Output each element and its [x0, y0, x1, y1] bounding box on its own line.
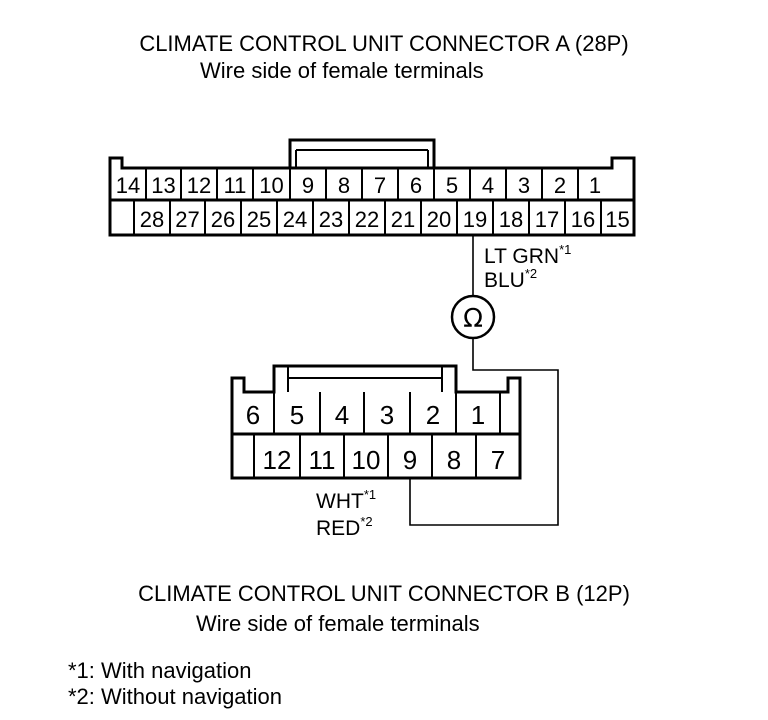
connector-a-pin-23: 23 — [319, 207, 343, 232]
connector-b-title: CLIMATE CONTROL UNIT CONNECTOR B (12P) — [138, 581, 630, 606]
connector-a-pin-8: 8 — [338, 173, 350, 198]
connector-a-pin-22: 22 — [355, 207, 379, 232]
connector-a-pin-27: 27 — [175, 207, 199, 232]
connector-b-pin-3: 3 — [380, 400, 394, 430]
connector-b-pin-7: 7 — [491, 445, 505, 475]
wire-b-label-1: WHT*1 — [316, 487, 376, 513]
connector-b-pin-4: 4 — [335, 400, 349, 430]
connector-a-pin-20: 20 — [427, 207, 451, 232]
connector-b-pin-8: 8 — [447, 445, 461, 475]
connector-a-pin-18: 18 — [499, 207, 523, 232]
connector-a-pin-13: 13 — [151, 173, 175, 198]
test-wire — [409, 235, 559, 526]
connector-b-pin-11: 11 — [309, 445, 336, 475]
connector-b-pin-6: 6 — [246, 400, 260, 430]
footnote-1: *1: With navigation — [68, 658, 252, 683]
connector-a-subtitle: Wire side of female terminals — [200, 58, 484, 83]
wire-a-label-2: BLU*2 — [484, 266, 537, 292]
connector-a-pin-7: 7 — [374, 173, 386, 198]
connector-a-pin-19: 19 — [463, 207, 487, 232]
connector-b-subtitle: Wire side of female terminals — [196, 611, 480, 636]
connector-a-pin-24: 24 — [283, 207, 307, 232]
connector-a-pin-11: 11 — [224, 173, 247, 198]
connector-a — [108, 138, 636, 237]
connector-b-pin-2: 2 — [426, 400, 440, 430]
connector-a-pin-21: 21 — [391, 207, 415, 232]
connector-a-pin-15: 15 — [605, 207, 629, 232]
wire-b-label-2: RED*2 — [316, 514, 373, 540]
connector-a-pin-4: 4 — [482, 173, 494, 198]
ohmmeter-icon: Ω — [450, 294, 496, 340]
connector-b-pin-5: 5 — [290, 400, 304, 430]
connector-a-pin-26: 26 — [211, 207, 235, 232]
connector-a-title: CLIMATE CONTROL UNIT CONNECTOR A (28P) — [139, 31, 629, 56]
connector-b-pin-1: 1 — [471, 400, 485, 430]
connector-a-pin-3: 3 — [518, 173, 530, 198]
connector-a-pin-6: 6 — [410, 173, 422, 198]
connector-a-pin-10: 10 — [259, 173, 283, 198]
connector-a-pin-17: 17 — [535, 207, 559, 232]
connector-a-pin-9: 9 — [302, 173, 314, 198]
footnote-2: *2: Without navigation — [68, 684, 283, 709]
connector-a-pin-2: 2 — [554, 173, 566, 198]
connector-b-pin-12: 12 — [263, 445, 292, 475]
connector-b-pin-9: 9 — [403, 445, 417, 475]
wire-a-label-1: LT GRN*1 — [484, 242, 571, 268]
connector-a-pin-12: 12 — [187, 173, 211, 198]
connector-a-pin-14: 14 — [116, 173, 140, 198]
connector-a-pin-28: 28 — [140, 207, 164, 232]
connector-b-pin-10: 10 — [352, 445, 381, 475]
connector-a-pin-16: 16 — [571, 207, 595, 232]
connector-a-pin-25: 25 — [247, 207, 271, 232]
connector-a-pin-1: 1 — [589, 173, 601, 198]
connector-b — [230, 364, 522, 480]
ohm-symbol: Ω — [463, 304, 483, 334]
connector-a-pin-5: 5 — [446, 173, 458, 198]
